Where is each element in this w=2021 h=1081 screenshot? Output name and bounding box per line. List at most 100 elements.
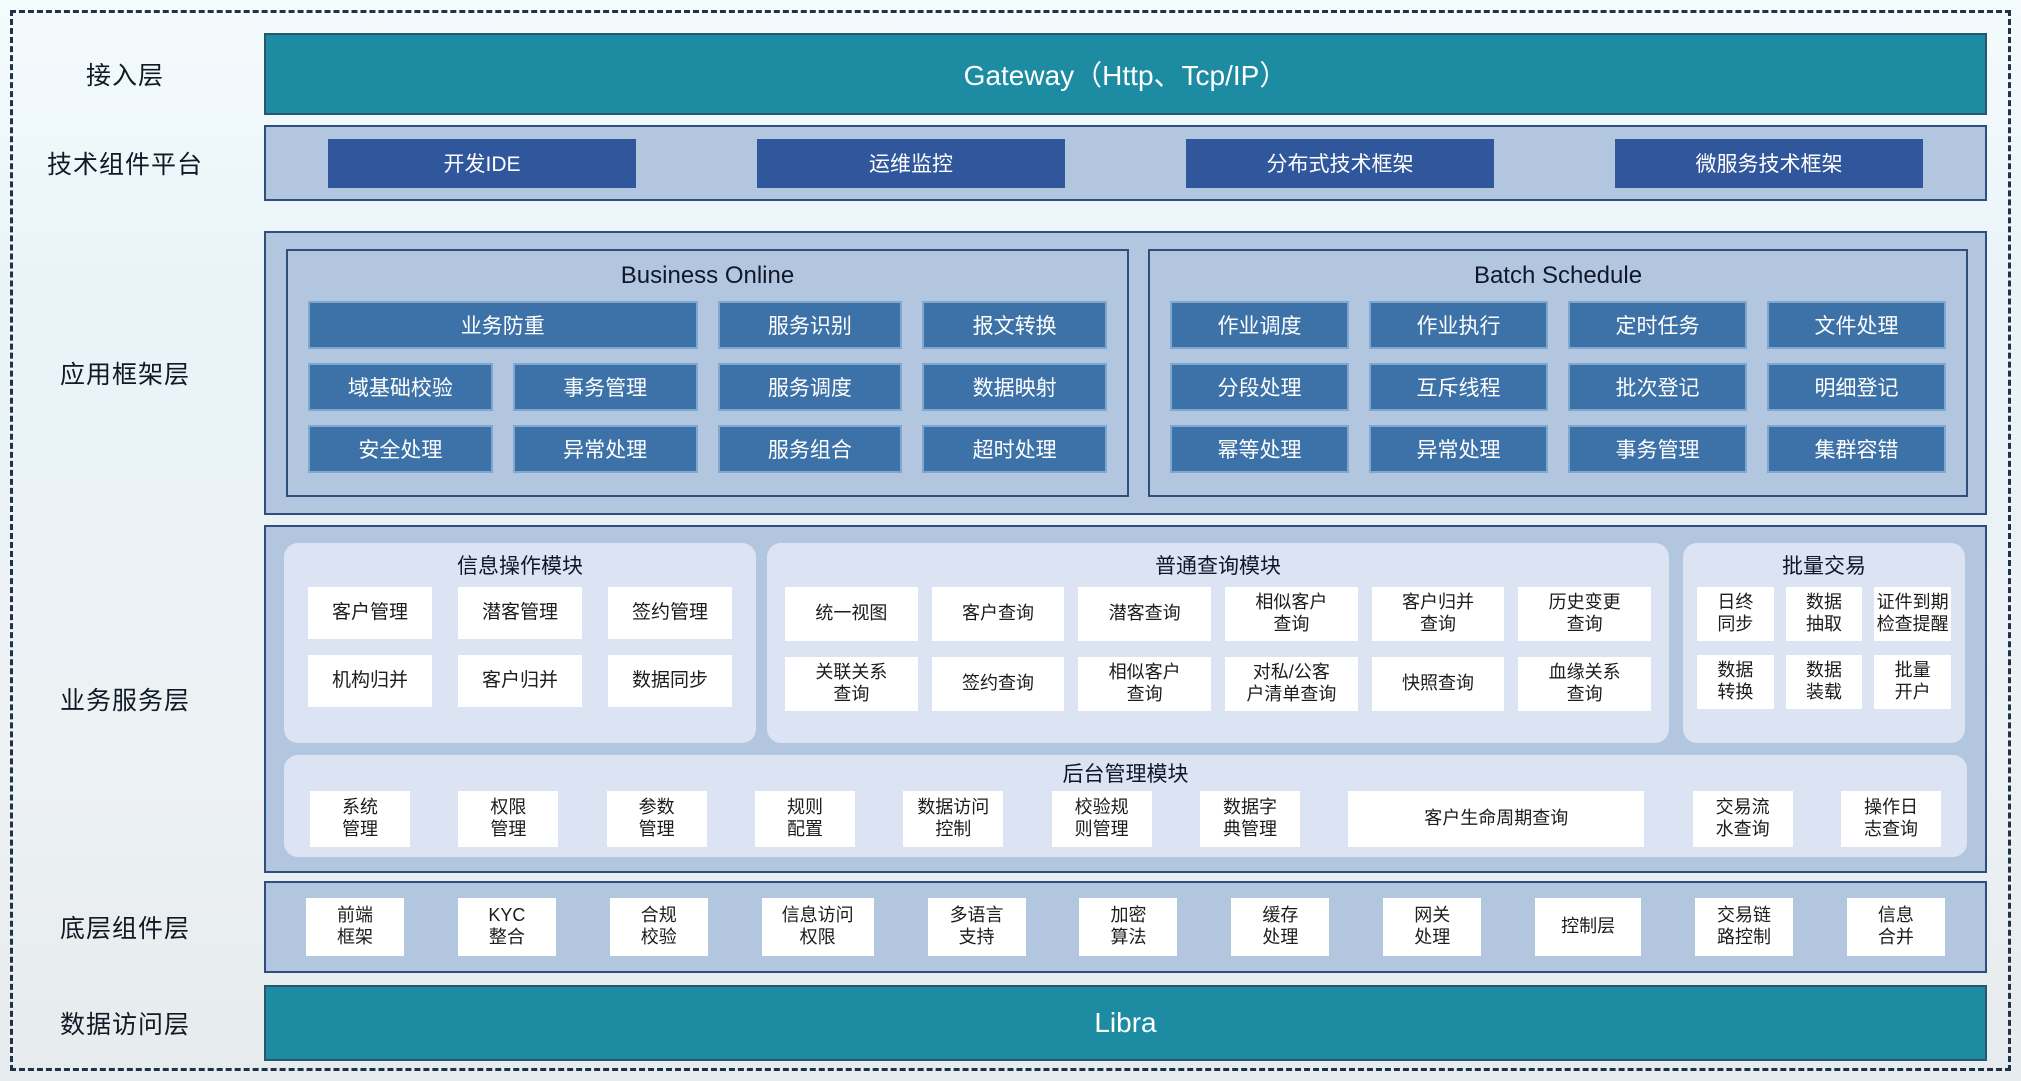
svc-data-load: 数据 装载	[1785, 655, 1863, 709]
business-service-content: 信息操作模块 客户管理 潜客管理 签约管理 机构归并 客户归并 数据同步 普通查…	[264, 525, 1987, 873]
module-timed-task: 定时任务	[1568, 301, 1747, 349]
module-mutex-thread: 互斥线程	[1369, 363, 1548, 411]
svc-customer-merge: 客户归并	[458, 655, 582, 707]
svc-contract-mgmt: 签约管理	[608, 587, 732, 639]
svc-customer-query: 客户查询	[931, 587, 1065, 641]
gateway-bar: Gateway（Http、Tcp/IP）	[264, 33, 1987, 115]
svc-data-access-control: 数据访问 控制	[903, 791, 1004, 847]
svc-data-dictionary-mgmt: 数据字 典管理	[1199, 791, 1300, 847]
comp-cache-handle: 缓存 处理	[1231, 898, 1330, 956]
module-service-compose: 服务组合	[717, 425, 903, 473]
libra-bar: Libra	[264, 985, 1987, 1061]
comp-info-access-permission: 信息访问 权限	[761, 898, 874, 956]
admin-module-title: 后台管理模块	[1062, 763, 1189, 786]
svc-data-sync: 数据同步	[608, 655, 732, 707]
layer-label-base-component: 底层组件层	[59, 915, 190, 943]
tech-button-row: 开发IDE 运维监控 分布式技术框架 微服务技术框架	[266, 127, 1985, 199]
module-timeout-handle: 超时处理	[922, 425, 1107, 473]
svc-contract-query: 签约查询	[931, 657, 1065, 711]
svc-trade-flow-query: 交易流 水查询	[1692, 791, 1793, 847]
layer-label-data-access: 数据访问层	[59, 1011, 190, 1039]
svc-customer-mgmt: 客户管理	[308, 587, 432, 639]
module-detail-register: 明细登记	[1767, 363, 1946, 411]
business-online-title: Business Online	[620, 262, 795, 289]
common-query-grid: 统一视图 客户查询 潜客查询 相似客户 查询 客户归并 查询 历史变更 查询 关…	[767, 587, 1669, 729]
module-file-process: 文件处理	[1767, 301, 1946, 349]
business-service-row: 业务服务层 信息操作模块 客户管理 潜客管理 签约管理 机构归并 客户归并 数据…	[0, 525, 2021, 873]
business-service-panel: 信息操作模块 客户管理 潜客管理 签约管理 机构归并 客户归并 数据同步 普通查…	[264, 525, 1987, 873]
module-data-mapping: 数据映射	[922, 363, 1107, 411]
svc-unified-view: 统一视图	[785, 587, 918, 641]
svc-lineage-query: 血缘关系 查询	[1518, 657, 1651, 711]
layer-label-business-service: 业务服务层	[59, 687, 190, 715]
module-idempotent-process: 幂等处理	[1170, 425, 1349, 473]
svc-prospect-mgmt: 潜客管理	[458, 587, 582, 639]
module-job-schedule: 作业调度	[1170, 301, 1349, 349]
svc-eod-sync: 日终 同步	[1697, 587, 1774, 641]
svc-customer-lifecycle-query: 客户生命周期查询	[1348, 791, 1645, 847]
svc-similar-customer-query-2: 相似客户 查询	[1078, 657, 1211, 711]
svc-similar-customer-query: 相似客户 查询	[1225, 587, 1358, 641]
app-framework-row: 应用框架层 Business Online 业务防重 服务识别 报文转换 域基础…	[0, 231, 2021, 515]
svc-permission-mgmt: 权限 管理	[458, 791, 559, 847]
svc-org-merge: 机构归并	[308, 655, 432, 707]
admin-module-card: 后台管理模块 系统 管理 权限 管理 参数 管理 规则 配置 数据访问 控制 校…	[284, 755, 1967, 857]
svc-prospect-query: 潜客查询	[1078, 587, 1211, 641]
comp-trade-link-control: 交易链 路控制	[1695, 898, 1794, 956]
libra-bar-label: Libra	[1094, 1007, 1157, 1038]
base-component-row: 底层组件层 前端 框架 KYC 整合 合规 校验 信息访问 权限 多语言 支持 …	[0, 881, 2021, 973]
module-service-identify: 服务识别	[717, 301, 903, 349]
comp-gateway-handle: 网关 处理	[1383, 898, 1482, 956]
tech-item-ops-monitor: 运维监控	[757, 138, 1065, 188]
batch-trade-module-card: 批量交易 日终 同步 数据 抽取 证件到期 检查提醒 数据 转换 数据 装载 批…	[1683, 543, 1965, 743]
batch-schedule-title: Batch Schedule	[1473, 262, 1643, 289]
business-online-grid: 业务防重 服务识别 报文转换 域基础校验 事务管理 服务调度 数据映射 安全处理…	[288, 301, 1127, 487]
base-component-panel: 前端 框架 KYC 整合 合规 校验 信息访问 权限 多语言 支持 加密 算法 …	[264, 881, 1987, 973]
comp-frontend-framework: 前端 框架	[306, 898, 404, 956]
tech-item-dev-ide: 开发IDE	[328, 138, 636, 188]
info-operation-module-title: 信息操作模块	[457, 555, 583, 578]
svc-relation-query: 关联关系 查询	[785, 657, 918, 711]
comp-compliance-check: 合规 校验	[609, 898, 708, 956]
tech-platform-row: 技术组件平台 开发IDE 运维监控 分布式技术框架 微服务技术框架	[0, 125, 2021, 201]
app-framework-content: Business Online 业务防重 服务识别 报文转换 域基础校验 事务管…	[264, 231, 1987, 515]
batch-trade-module-title: 批量交易	[1782, 555, 1866, 578]
access-layer-content: Gateway（Http、Tcp/IP）	[264, 33, 1987, 115]
comp-info-merge: 信息 合并	[1846, 898, 1945, 956]
batch-schedule-grid: 作业调度 作业执行 定时任务 文件处理 分段处理 互斥线程 批次登记 明细登记 …	[1150, 301, 1966, 487]
svc-customer-list-query: 对私/公客 户清单查询	[1225, 657, 1358, 711]
base-component-content: 前端 框架 KYC 整合 合规 校验 信息访问 权限 多语言 支持 加密 算法 …	[264, 881, 1987, 973]
info-operation-module-card: 信息操作模块 客户管理 潜客管理 签约管理 机构归并 客户归并 数据同步	[284, 543, 756, 743]
svc-data-convert: 数据 转换	[1697, 655, 1774, 709]
data-access-content: Libra	[264, 985, 1987, 1061]
module-transaction-mgmt: 事务管理	[512, 363, 698, 411]
svc-system-mgmt: 系统 管理	[310, 791, 410, 847]
comp-control-layer: 控制层	[1535, 898, 1642, 956]
svc-operation-log-query: 操作日 志查询	[1840, 791, 1941, 847]
module-job-execute: 作业执行	[1369, 301, 1548, 349]
module-batch-transaction-mgmt: 事务管理	[1568, 425, 1747, 473]
layer-label-app-framework: 应用框架层	[59, 361, 190, 389]
common-query-module-title: 普通查询模块	[1155, 555, 1281, 578]
data-access-row: 数据访问层 Libra	[0, 985, 2021, 1061]
svc-snapshot-query: 快照查询	[1371, 657, 1505, 711]
svc-parameter-mgmt: 参数 管理	[606, 791, 707, 847]
gateway-bar-label: Gateway（Http、Tcp/IP）	[963, 60, 1288, 91]
layer-label-access: 接入层	[85, 62, 164, 90]
svc-validation-rule-mgmt: 校验规 则管理	[1051, 791, 1152, 847]
module-biz-dedup: 业务防重	[308, 301, 698, 349]
tech-platform-panel: 开发IDE 运维监控 分布式技术框架 微服务技术框架	[264, 125, 1987, 201]
tech-item-microservice-framework: 微服务技术框架	[1615, 138, 1923, 188]
svc-batch-account-open: 批量 开户	[1874, 655, 1951, 709]
module-message-convert: 报文转换	[922, 301, 1107, 349]
tech-platform-content: 开发IDE 运维监控 分布式技术框架 微服务技术框架	[264, 125, 1987, 201]
module-segment-process: 分段处理	[1170, 363, 1349, 411]
common-query-module-card: 普通查询模块 统一视图 客户查询 潜客查询 相似客户 查询 客户归并 查询 历史…	[767, 543, 1669, 743]
svc-rule-config: 规则 配置	[754, 791, 855, 847]
svc-cert-expiry-remind: 证件到期 检查提醒	[1874, 587, 1951, 641]
module-domain-validate: 域基础校验	[308, 363, 493, 411]
module-security-handle: 安全处理	[308, 425, 493, 473]
info-operation-grid: 客户管理 潜客管理 签约管理 机构归并 客户归并 数据同步	[284, 587, 756, 725]
batch-schedule-section: Batch Schedule 作业调度 作业执行 定时任务 文件处理 分段处理 …	[1148, 249, 1968, 497]
